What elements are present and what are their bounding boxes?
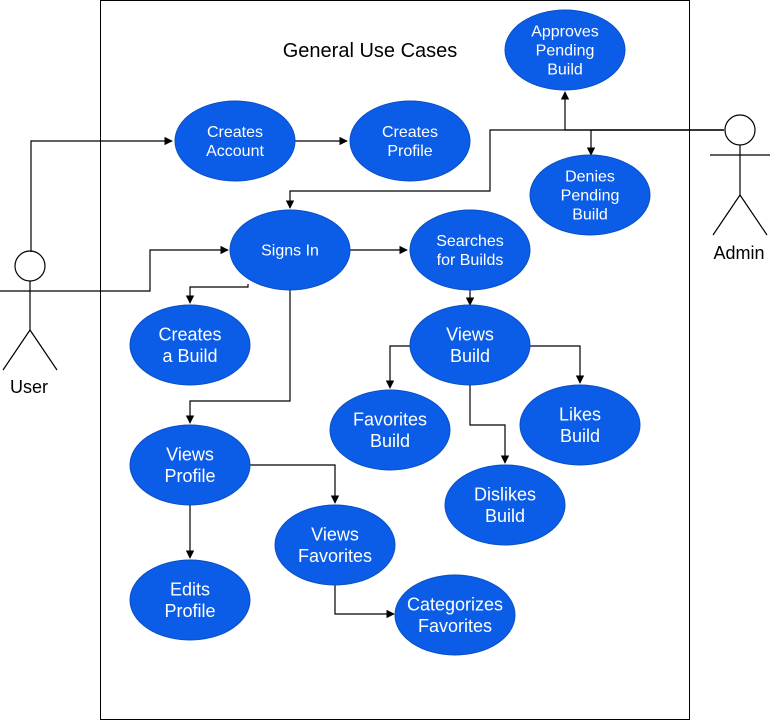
use-case-creates-profile-label: Creates (382, 124, 438, 141)
use-case-creates-a-build-label: Creates (158, 325, 221, 345)
use-case-approves-pending-build-label: Approves (531, 24, 599, 41)
use-case-favorites-build-label: Build (370, 431, 410, 451)
use-case-searches-for-builds-label: for Builds (437, 252, 504, 269)
use-case-approves-pending-build-label: Build (547, 61, 583, 78)
use-case-signs-in: Signs In (229, 209, 351, 291)
use-case-views-favorites-label: Favorites (298, 546, 372, 566)
use-case-views-build-label: Build (450, 346, 490, 366)
connectors (30, 91, 724, 619)
edge-signs-in-create-build (185, 284, 249, 304)
edge-views-build-dislikes (469, 385, 510, 464)
edge-views-build-likes (530, 345, 585, 384)
use-case-views-build-shape (409, 304, 531, 386)
use-case-searches-for-builds: Searches for Builds (409, 209, 531, 291)
use-case-likes-build-shape (519, 384, 641, 466)
use-case-denies-pending-build-label: Pending (561, 188, 620, 205)
user-actor: User (0, 250, 60, 397)
use-case-categorizes-favorites-label: Categorizes (407, 595, 503, 615)
use-case-edits-profile-shape (129, 559, 251, 641)
use-case-categorizes-favorites-shape (394, 574, 516, 656)
edge-admin-signs-in (285, 129, 724, 209)
admin-actor-head (724, 114, 756, 146)
user-actor-head (14, 250, 46, 282)
use-case-views-profile-label: Views (166, 445, 214, 465)
use-case-dislikes-build-label: Build (485, 506, 525, 526)
use-case-favorites-build-shape (329, 389, 451, 471)
admin-actor-label: Admin (713, 243, 764, 263)
use-case-views-build-label: Views (446, 325, 494, 345)
edge-signs-in-views-profile (185, 290, 291, 424)
use-case-signs-in-label: Signs In (261, 243, 319, 260)
use-case-creates-profile-shape (349, 100, 471, 182)
use-case-categorizes-favorites-label: Favorites (418, 616, 492, 636)
edge-admin-approves (560, 91, 724, 131)
use-case-approves-pending-build-shape (504, 9, 626, 91)
use-case-searches-for-builds-shape (409, 209, 531, 291)
use-case-denies-pending-build-shape (529, 154, 651, 236)
edge-views-build-favorites (385, 345, 410, 389)
use-case-views-profile-label: Profile (164, 466, 215, 486)
use-case-edits-profile-label: Profile (164, 601, 215, 621)
use-case-creates-account-label: Creates (207, 124, 263, 141)
use-case-creates-profile-label: Profile (387, 143, 432, 160)
admin-actor: Admin (710, 114, 770, 263)
use-case-likes-build-label: Likes (559, 405, 601, 425)
use-case-creates-a-build-label: a Build (162, 346, 217, 366)
use-case-views-profile-shape (129, 424, 251, 506)
use-case-creates-account-shape (174, 100, 296, 182)
use-case-dislikes-build-shape (444, 464, 566, 546)
use-case-denies-pending-build-label: Denies (565, 169, 615, 186)
use-case-views-favorites-shape (274, 504, 396, 586)
use-case-creates-account-label: Account (206, 143, 264, 160)
use-case-denies-pending-build-label: Build (572, 206, 608, 223)
use-case-views-favorites-label: Views (311, 525, 359, 545)
diagram-title: General Use Cases (283, 40, 458, 62)
use-case-likes-build-label: Build (560, 426, 600, 446)
edge-user-signs-in (60, 245, 229, 292)
system-boundary (100, 0, 690, 720)
use-case-favorites-build-label: Favorites (353, 410, 427, 430)
use-case-dislikes-build-label: Dislikes (474, 485, 536, 505)
edge-views-profile-favorites (250, 464, 340, 504)
use-case-signs-in-shape (229, 209, 351, 291)
use-case-approves-pending-build-label: Pending (536, 43, 595, 60)
edge-admin-denies (586, 129, 724, 156)
edge-user-creates-account (30, 136, 173, 252)
user-actor-label: User (10, 377, 48, 397)
use-case-edits-profile-label: Edits (170, 580, 210, 600)
use-case-searches-for-builds-label: Searches (436, 233, 504, 250)
edge-favorites-categorizes (334, 585, 395, 619)
use-case-creates-a-build-shape (129, 304, 251, 386)
